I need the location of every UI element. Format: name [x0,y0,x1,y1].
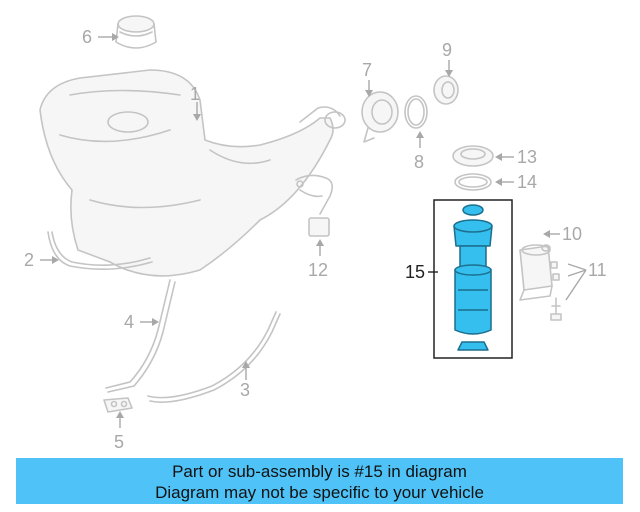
callout-13: 13 [517,147,537,167]
callout-3: 3 [240,380,250,400]
callout-4: 4 [124,312,134,332]
part-10-pump [519,244,553,301]
part-2-strap [47,231,153,270]
callout-15: 15 [405,262,425,282]
callout-6: 6 [82,27,92,47]
part-15-fuel-pump-module [433,199,513,359]
callout-7: 7 [362,60,372,80]
part-3-strap [147,311,281,403]
part-11-clips [550,261,562,321]
callout-10: 10 [562,224,582,244]
part-14-seal [454,173,492,191]
part-13-lock-ring [452,145,494,167]
callout-2: 2 [24,250,34,270]
part-5-bracket [103,397,133,413]
part-9-cap [433,75,459,105]
banner-line-1: Part or sub-assembly is #15 in diagram [172,462,467,481]
callout-9: 9 [442,40,452,60]
part-15-frame [433,199,513,359]
part-6-filler-cap [115,15,157,49]
part-12-sender-harness [295,174,334,237]
callout-12: 12 [308,260,328,280]
part-7-filler-housing [361,91,399,143]
parts-diagram: 6 1 12 2 4 3 [24,15,607,452]
callout-11: 11 [588,260,607,280]
callout-8: 8 [414,152,424,172]
callout-5: 5 [114,432,124,452]
part-1-fuel-tank [39,69,346,277]
part-4-strap [105,279,176,393]
banner-line-2: Diagram may not be specific to your vehi… [155,483,484,502]
part-8-seal [404,95,428,129]
callout-1: 1 [190,84,200,104]
info-banner: Part or sub-assembly is #15 in diagram D… [16,458,623,504]
callout-14: 14 [517,172,537,192]
